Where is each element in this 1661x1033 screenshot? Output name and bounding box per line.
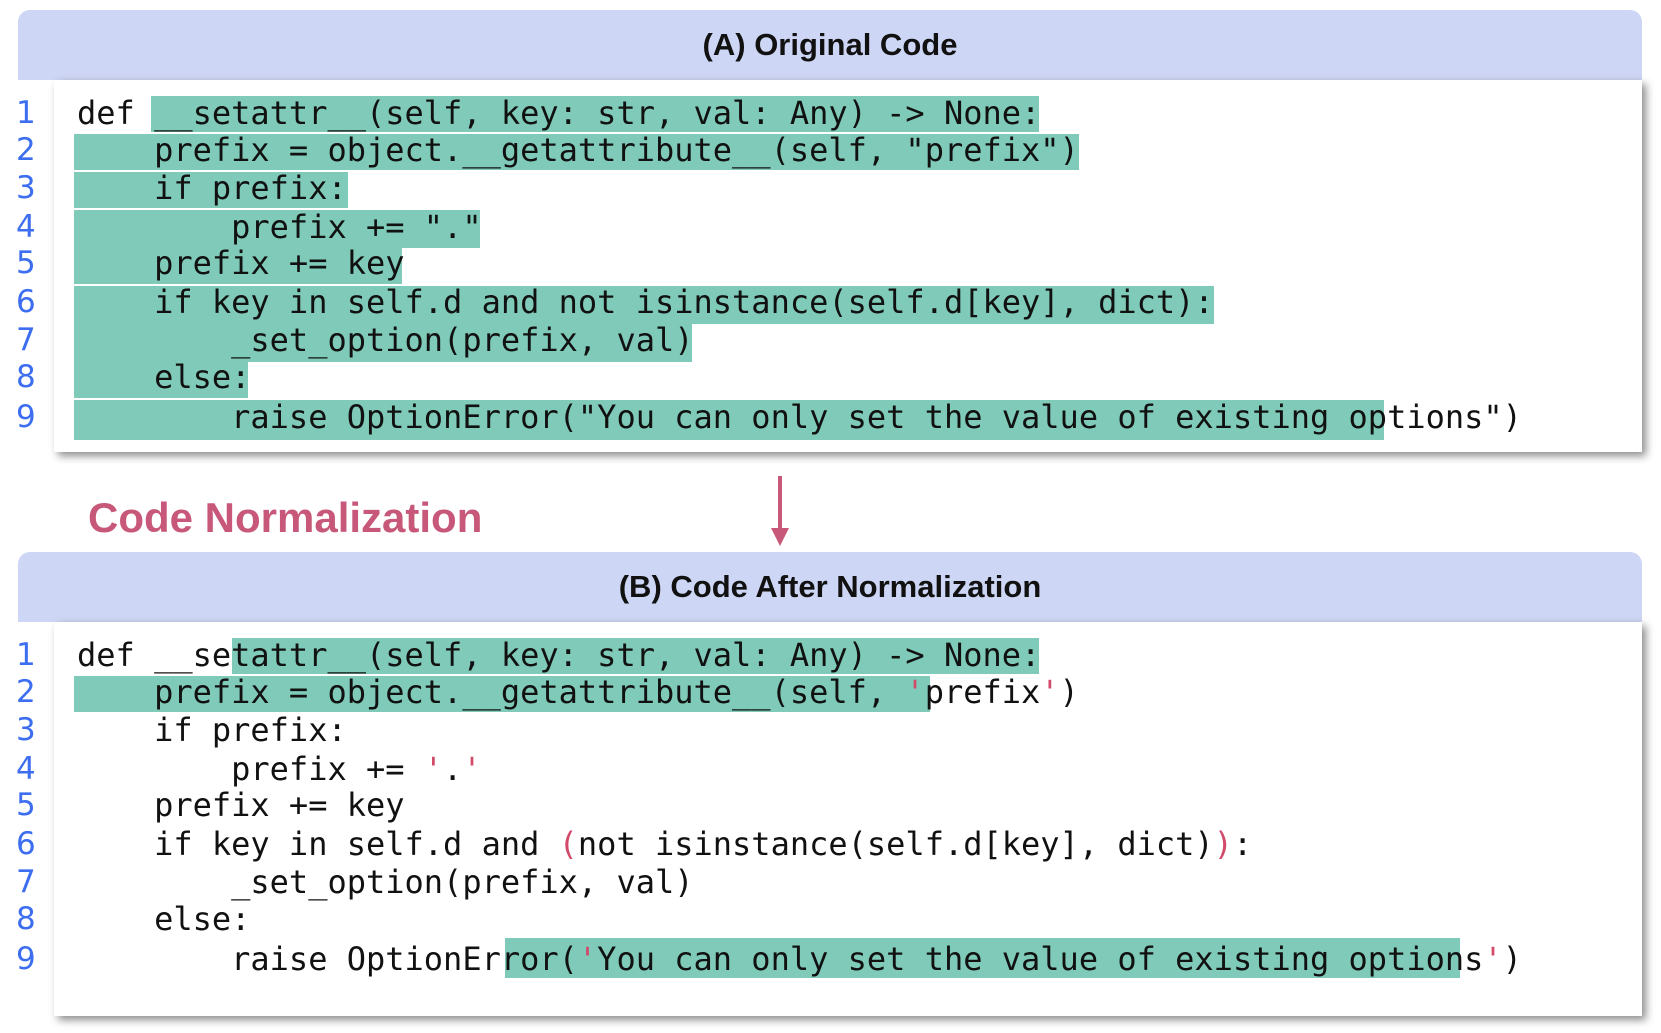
line-number: 4 (16, 209, 36, 245)
code-text: else: (77, 900, 251, 938)
line-number: 2 (16, 674, 36, 710)
code-text: if prefix: (77, 169, 347, 207)
down-arrow-icon (771, 476, 789, 546)
transition-label: Code Normalization (88, 494, 483, 541)
panel-b-code-block: 1 def __setattr__(self, key: str, val: A… (16, 622, 1642, 1016)
code-text: if key in self.d and not isinstance(self… (77, 283, 1214, 321)
line-number: 3 (16, 170, 36, 206)
line-number: 7 (16, 864, 36, 900)
panel-b-title: (B) Code After Normalization (18, 552, 1642, 622)
line-number: 1 (16, 637, 36, 673)
line-number: 8 (16, 901, 36, 937)
panel-a-code-block: 1 def __setattr__(self, key: str, val: A… (16, 80, 1642, 452)
code-text: prefix += '.' (77, 750, 482, 788)
code-text: _set_option(prefix, val) (77, 863, 694, 901)
code-text: prefix = object.__getattribute__(self, "… (77, 131, 1079, 169)
line-number: 7 (16, 322, 36, 358)
code-text: else: (77, 358, 251, 396)
code-text: if key in self.d and (not isinstance(sel… (77, 825, 1253, 863)
line-number: 5 (16, 245, 36, 281)
panel-original-code: (A) Original Code 1 def __setattr__(self… (16, 10, 1642, 452)
line-number: 1 (16, 95, 36, 131)
panel-a-title: (A) Original Code (18, 10, 1642, 80)
code-text: if prefix: (77, 711, 347, 749)
line-number: 3 (16, 712, 36, 748)
code-text: def __setattr__(self, key: str, val: Any… (77, 94, 1041, 132)
code-text: prefix += key (77, 786, 405, 824)
code-text: def __setattr__(self, key: str, val: Any… (77, 636, 1041, 674)
line-number: 6 (16, 826, 36, 862)
line-number: 6 (16, 284, 36, 320)
line-number: 2 (16, 132, 36, 168)
code-text: raise OptionError("You can only set the … (77, 398, 1522, 436)
code-text: prefix += key (77, 244, 405, 282)
line-number: 4 (16, 751, 36, 787)
line-number: 5 (16, 787, 36, 823)
line-number: 9 (16, 399, 36, 435)
code-text: _set_option(prefix, val) (77, 321, 694, 359)
line-number: 9 (16, 941, 36, 977)
panel-normalized-code: (B) Code After Normalization 1 def __set… (16, 552, 1642, 1016)
code-text: prefix = object.__getattribute__(self, '… (77, 673, 1079, 711)
code-text: prefix += "." (77, 208, 482, 246)
line-number: 8 (16, 359, 36, 395)
code-text: raise OptionError('You can only set the … (77, 940, 1522, 978)
